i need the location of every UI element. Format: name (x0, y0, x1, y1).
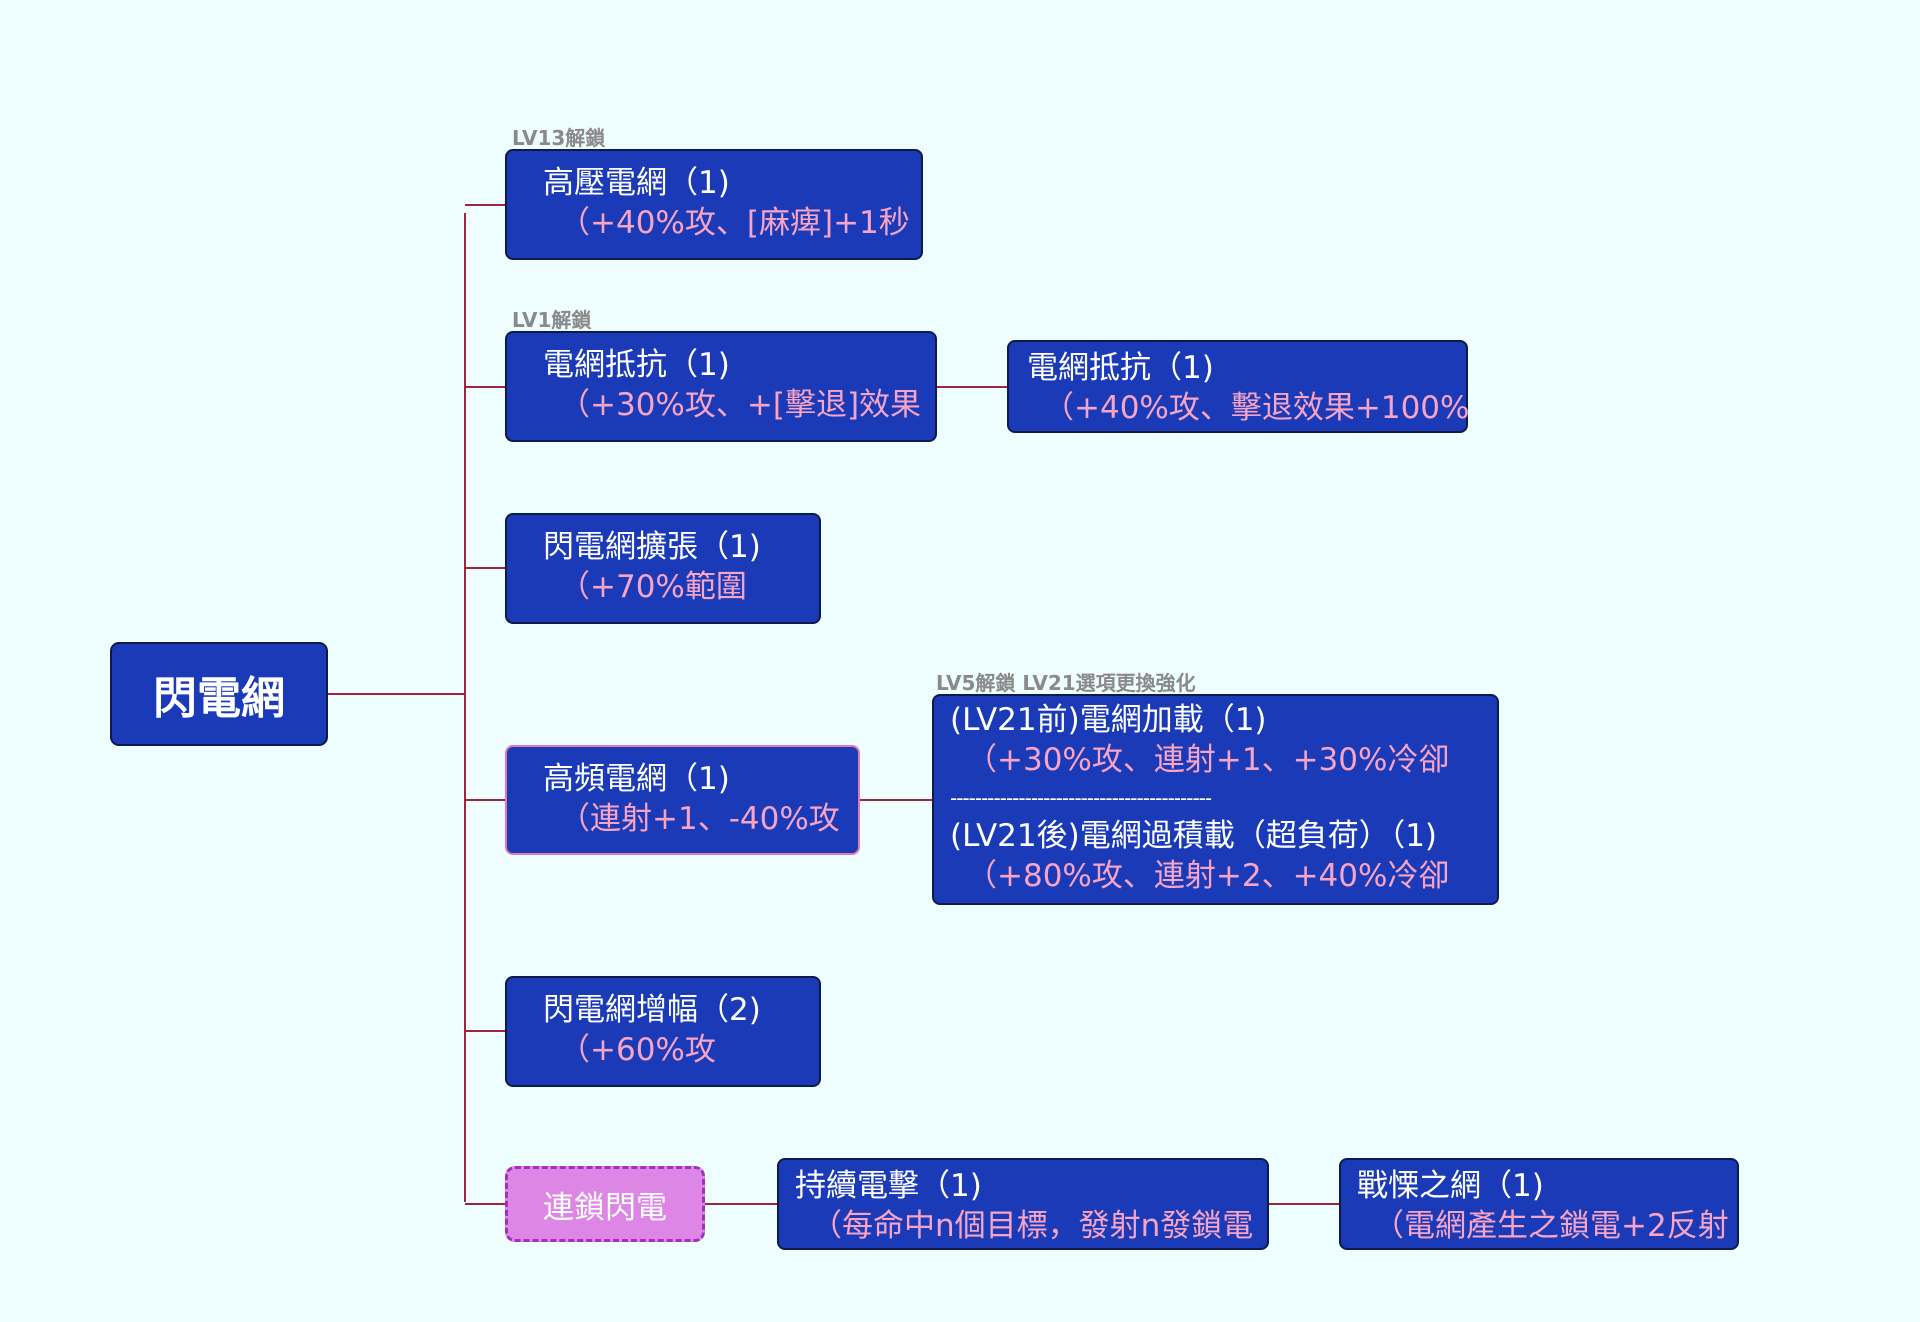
node-title: 高頻電網（1) (543, 761, 730, 797)
node-title: 戰慄之網（1) (1357, 1168, 1544, 1204)
node-detail: （連射+1、-40%攻 (559, 801, 840, 837)
branch-node-high-frequency[interactable]: 高頻電網（1) （連射+1、-40%攻 (505, 745, 860, 855)
node-title: 閃電網增幅（2) (543, 992, 761, 1028)
node-detail: （電網產生之鎖電+2反射 (1373, 1208, 1729, 1244)
branch-node-net-resistance[interactable]: 電網抵抗（1) （+30%攻、+[擊退]效果 (505, 331, 937, 442)
node-detail: （+60%攻 (559, 1032, 716, 1068)
node-detail: （每命中n個目標，發射n發鎖電 (811, 1208, 1254, 1244)
divider: ----------------------------------------… (950, 786, 1212, 810)
node-title: 閃電網擴張（1) (543, 529, 761, 565)
child-node-continuous-shock[interactable]: 持續電擊（1) （每命中n個目標，發射n發鎖電 (777, 1158, 1269, 1250)
branch-node-net-amplify[interactable]: 閃電網增幅（2) （+60%攻 (505, 976, 821, 1087)
node-title-before: (LV21前)電網加載（1) (950, 702, 1267, 738)
node-detail: （+30%攻、+[擊退]效果 (559, 387, 922, 423)
branch-node-chain-lightning[interactable]: 連鎖閃電 (505, 1166, 705, 1242)
grandchild-node-trembling-net[interactable]: 戰慄之網（1) （電網產生之鎖電+2反射 (1339, 1158, 1739, 1250)
node-detail: （+70%範圍 (559, 569, 747, 605)
node-title: 電網抵抗（1) (1027, 350, 1214, 386)
child-node-net-load[interactable]: (LV21前)電網加載（1) （+30%攻、連射+1、+30%冷卻 ------… (932, 694, 1499, 905)
child-node-net-resistance-upgrade[interactable]: 電網抵抗（1) （+40%攻、擊退效果+100% (1007, 340, 1470, 433)
node-detail-after: （+80%攻、連射+2、+40%冷卻 (966, 858, 1450, 894)
unlock-note: LV5解鎖 LV21選項更換強化 (936, 671, 1196, 695)
node-title: 高壓電網（1) (543, 165, 730, 201)
node-title-after: (LV21後)電網過積載（超負荷）（1) (950, 818, 1438, 854)
branch-node-high-voltage[interactable]: 高壓電網（1) （+40%攻、[麻痺]+1秒 (505, 149, 923, 260)
node-detail-before: （+30%攻、連射+1、+30%冷卻 (966, 742, 1450, 778)
unlock-note: LV13解鎖 (512, 126, 606, 150)
node-title: 持續電擊（1) (795, 1168, 982, 1204)
branch-node-net-expansion[interactable]: 閃電網擴張（1) （+70%範圍 (505, 513, 821, 624)
root-node[interactable]: 閃電網 (110, 642, 328, 746)
node-detail: （+40%攻、擊退效果+100% (1043, 390, 1470, 426)
node-detail: （+40%攻、[麻痺]+1秒 (559, 205, 910, 241)
unlock-note: LV1解鎖 (512, 308, 592, 332)
node-title: 電網抵抗（1) (543, 347, 730, 383)
